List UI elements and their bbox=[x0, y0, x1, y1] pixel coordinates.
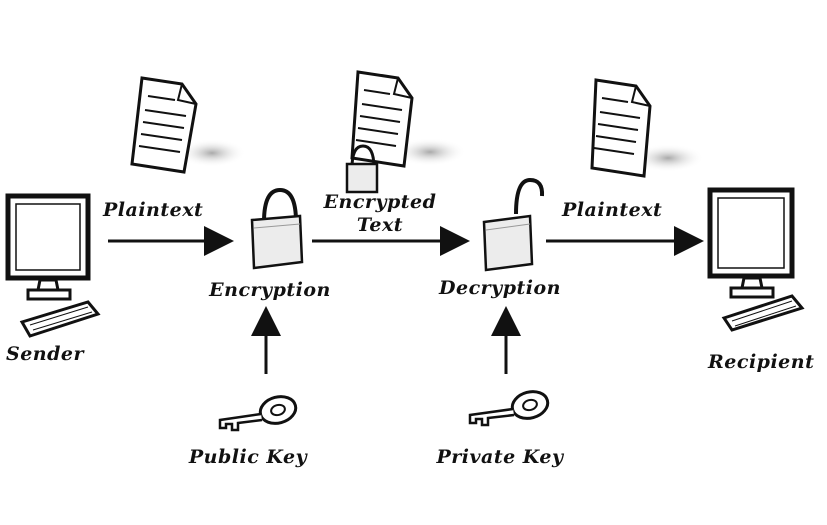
public-key-label: Public Key bbox=[188, 446, 308, 468]
open-padlock-icon bbox=[482, 177, 545, 272]
recipient-label: Recipient bbox=[708, 351, 815, 373]
encrypted-text-label-line2: Text bbox=[356, 214, 404, 236]
private-key-label: Private Key bbox=[436, 446, 564, 468]
sender-computer-icon bbox=[5, 193, 101, 338]
private-key-icon bbox=[468, 390, 550, 427]
sender-label: Sender bbox=[6, 343, 85, 365]
decryption-label: Decryption bbox=[439, 277, 561, 299]
closed-padlock-icon bbox=[250, 187, 304, 270]
plaintext-document-icon bbox=[590, 78, 704, 178]
encryption-label: Encryption bbox=[209, 279, 331, 301]
public-key-icon bbox=[218, 395, 298, 432]
small-padlock-icon bbox=[345, 144, 379, 194]
plaintext-document-icon bbox=[130, 76, 246, 174]
encrypted-document-icon bbox=[350, 70, 466, 168]
plaintext-output-label: Plaintext bbox=[562, 199, 663, 221]
plaintext-input-label: Plaintext bbox=[103, 199, 204, 221]
recipient-computer-icon bbox=[707, 187, 805, 332]
encrypted-text-label-line1: Encrypted bbox=[323, 191, 437, 213]
